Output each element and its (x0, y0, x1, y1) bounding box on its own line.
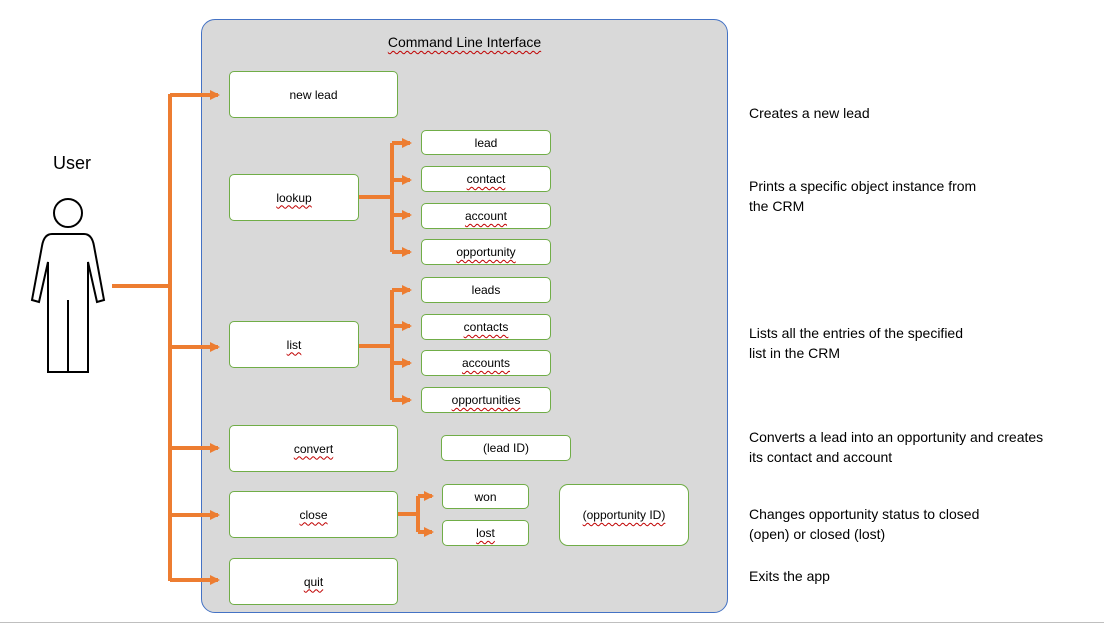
lookup-option-contact[interactable]: contact (421, 166, 551, 192)
list-option-accounts[interactable]: accounts (421, 350, 551, 376)
panel-title: Command Line Interface (387, 34, 542, 50)
lookup-option-lead[interactable]: lead (421, 130, 551, 155)
lookup-command[interactable]: lookup (229, 174, 359, 221)
lookup-label: lookup (276, 190, 312, 205)
quit-command[interactable]: quit (229, 558, 398, 605)
lookup-option-opportunity[interactable]: opportunity (421, 239, 551, 265)
quit-label: quit (303, 574, 324, 589)
opportunity-id-label: (opportunity ID) (582, 508, 666, 522)
list-description: Lists all the entries of the specified l… (749, 325, 964, 361)
new-lead-command[interactable]: new lead (229, 71, 398, 118)
lookup-option-account[interactable]: account (421, 203, 551, 229)
user-icon (30, 198, 106, 373)
opportunity-id-param[interactable]: (opportunity ID) (559, 484, 689, 546)
user-label: User (53, 153, 92, 173)
close-label: close (299, 507, 328, 522)
close-option-lost[interactable]: lost (442, 520, 529, 546)
list-contacts-label: contacts (463, 320, 509, 334)
quit-description: Exits the app (749, 568, 830, 584)
close-lost-label: lost (476, 526, 495, 540)
close-option-won[interactable]: won (442, 484, 529, 509)
list-opportunities-label: opportunities (451, 393, 521, 407)
close-command[interactable]: close (229, 491, 398, 538)
list-option-leads[interactable]: leads (421, 277, 551, 303)
convert-command[interactable]: convert (229, 425, 398, 472)
lookup-account-label: account (464, 209, 508, 223)
list-command[interactable]: list (229, 321, 359, 368)
list-option-opportunities[interactable]: opportunities (421, 387, 551, 413)
list-option-contacts[interactable]: contacts (421, 314, 551, 340)
new-lead-description: Creates a new lead (749, 105, 870, 121)
convert-description: Converts a lead into an opportunity and … (749, 429, 1044, 465)
list-accounts-label: accounts (461, 356, 511, 370)
list-leads-label: leads (471, 283, 501, 297)
convert-label: convert (293, 441, 334, 456)
lookup-contact-label: contact (466, 172, 506, 186)
new-lead-label: new lead (289, 87, 338, 102)
list-label: list (286, 337, 302, 352)
lead-id-label: (lead ID) (482, 441, 529, 455)
lookup-opportunity-label: opportunity (456, 245, 516, 259)
lead-id-param[interactable]: (lead ID) (441, 435, 571, 461)
bottom-divider (0, 622, 1104, 623)
lookup-description: Prints a specific object instance from t… (749, 178, 977, 214)
close-description: Changes opportunity status to closed (op… (749, 506, 980, 542)
lookup-lead-label: lead (474, 135, 498, 150)
close-won-label: won (474, 489, 497, 504)
